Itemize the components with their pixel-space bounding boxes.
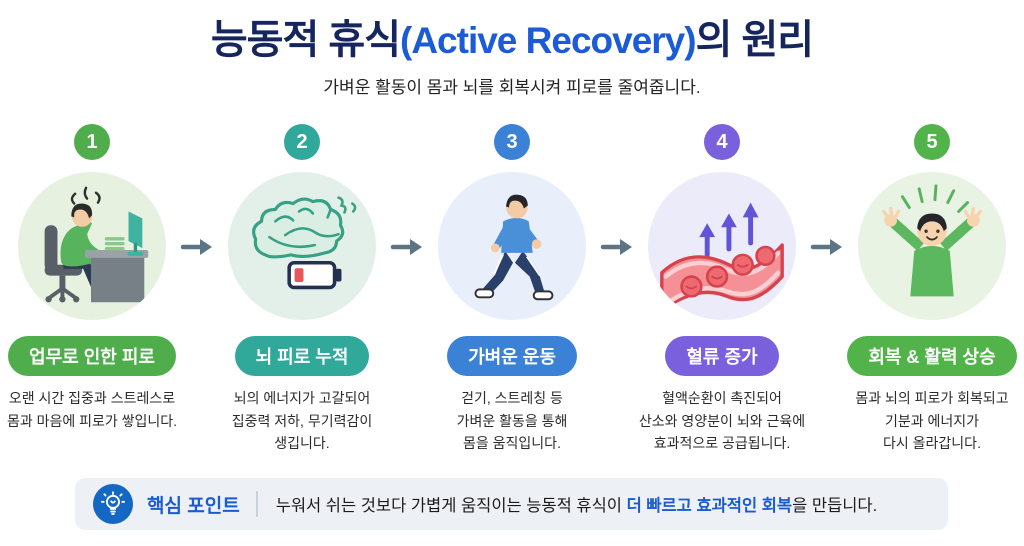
step-4-description: 혈액순환이 촉진되어 산소와 영양분이 뇌와 근육에 효과적으로 공급됩니다.: [638, 390, 806, 452]
arrow-2-slot: [390, 124, 422, 455]
tired-worker-at-desk-illustration: [18, 172, 166, 320]
step-3: 3 가벼운 운동 걷기,: [420, 124, 604, 455]
lightbulb-icon: [101, 491, 125, 515]
page-title: 능동적 휴식(Active Recovery)의 원리: [0, 16, 1024, 64]
blood-vessel-flow-illustration: [648, 172, 796, 320]
key-point-text-lead: 누워서 쉬는 것보다 가볍게 움직이는 능동적 휴식이: [275, 497, 627, 515]
blood-vessel-icon: [660, 202, 784, 312]
arrow-right-icon: [180, 239, 212, 255]
lightbulb-badge: [93, 484, 133, 524]
step-2-description: 뇌의 에너지가 고갈되어 집중력 저하, 무기력감이 생깁니다.: [231, 390, 373, 452]
arrow-4-slot: [810, 124, 842, 455]
step-4-number-badge: 4: [704, 124, 740, 160]
arrow-3-slot: [600, 124, 632, 455]
steps-row: 1: [0, 124, 1024, 455]
brain-battery-icon: [252, 196, 357, 290]
step-3-label-pill: 가벼운 운동: [447, 336, 577, 376]
cheering-person-icon: [881, 184, 983, 297]
arrow-1-slot: [180, 124, 212, 455]
key-point-text-tail: 을 만듭니다.: [792, 497, 878, 515]
step-1-description: 오랜 시간 집중과 스트레스로 몸과 마음에 피로가 쌓입니다.: [6, 390, 178, 429]
step-5-number-badge: 5: [914, 124, 950, 160]
step-3-description: 걷기, 스트레칭 등 가벼운 활동을 통해 몸을 움직입니다.: [456, 390, 568, 452]
walking-person-icon: [474, 194, 554, 301]
key-point-text-highlight: 더 빠르고 효과적인 회복: [626, 497, 793, 515]
vertical-divider: [255, 491, 258, 517]
step-2-number-badge: 2: [284, 124, 320, 160]
step-5: 5: [840, 124, 1024, 455]
key-point-label: 핵심 포인트: [147, 495, 240, 517]
arrow-right-icon: [390, 239, 422, 255]
step-4-label-pill: 혈류 증가: [665, 336, 779, 376]
header: 능동적 휴식(Active Recovery)의 원리 가벼운 활동이 몸과 뇌…: [0, 0, 1024, 98]
title-korean-lead: 능동적 휴식: [210, 18, 401, 62]
walking-person-illustration: [438, 172, 586, 320]
brain-low-battery-illustration: [228, 172, 376, 320]
title-korean-tail: 의 원리: [695, 18, 815, 62]
step-2-label-pill: 뇌 피로 누적: [234, 336, 370, 376]
subtitle: 가벼운 활동이 몸과 뇌를 회복시켜 피로를 줄여줍니다.: [323, 78, 701, 97]
step-1: 1: [0, 124, 184, 455]
step-2: 2 뇌 피로 누적 뇌의 에너지가 고갈되어 집중력 저하, 무기력감: [210, 124, 394, 455]
energized-person-arms-raised-illustration: [858, 172, 1006, 320]
step-5-description: 몸과 뇌의 피로가 회복되고 기분과 에너지가 다시 올라갑니다.: [855, 390, 1009, 452]
key-point-text: 누워서 쉬는 것보다 가볍게 움직이는 능동적 휴식이 더 빠르고 효과적인 회…: [276, 492, 878, 516]
step-5-label-pill: 회복 & 활력 상승: [847, 336, 1017, 376]
key-point-callout: 핵심 포인트 누워서 쉬는 것보다 가볍게 움직이는 능동적 휴식이 더 빠르고…: [75, 478, 948, 530]
step-1-label-pill: 업무로 인한 피로: [8, 336, 176, 376]
step-4: 4: [630, 124, 814, 455]
title-english: (Active Recovery): [400, 20, 697, 61]
step-1-number-badge: 1: [74, 124, 110, 160]
arrow-right-icon: [810, 239, 842, 255]
step-3-number-badge: 3: [494, 124, 530, 160]
arrow-right-icon: [600, 239, 632, 255]
tired-worker-icon: [44, 186, 149, 303]
